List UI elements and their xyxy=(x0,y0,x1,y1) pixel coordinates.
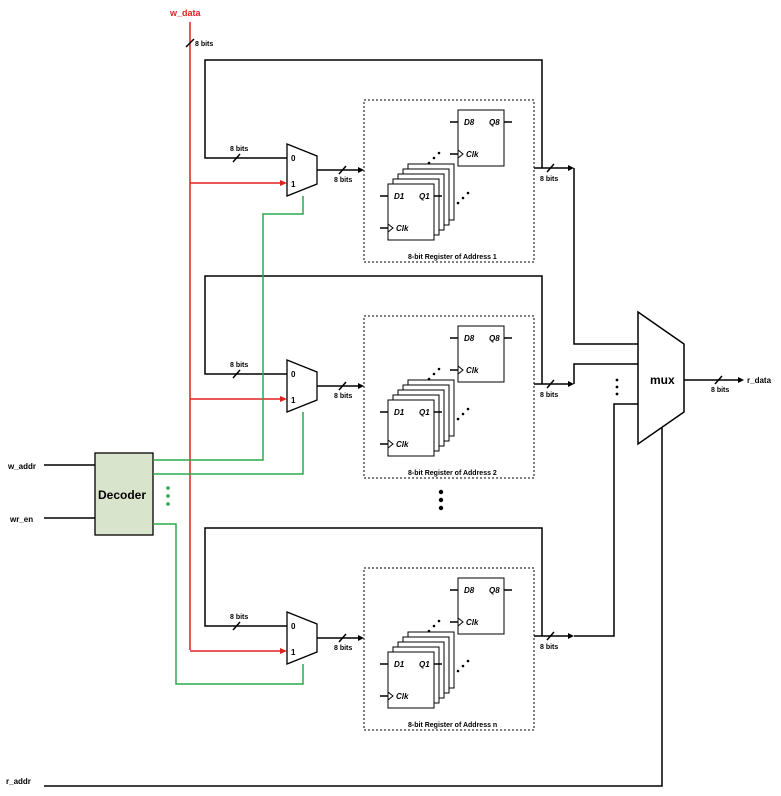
mux2-feedback-width: 8 bits xyxy=(230,362,248,369)
svg-text:Clk: Clk xyxy=(466,618,479,627)
register-label-1: 8-bit Register of Address 1 xyxy=(408,254,497,261)
svg-text:8 bits: 8 bits xyxy=(540,644,558,651)
r-addr-wire: r_addr xyxy=(6,428,663,787)
w-data-bus: w_data 8 bits xyxy=(169,8,213,650)
mux1-feedback-width: 8 bits xyxy=(230,146,248,153)
mux-2to1-2 xyxy=(286,359,318,413)
svg-text:0: 0 xyxy=(291,622,296,631)
svg-text:8 bits: 8 bits xyxy=(230,614,248,621)
svg-text:8 bits: 8 bits xyxy=(540,392,558,399)
ff-d1-n xyxy=(387,651,435,709)
wr-en-label: wr_en xyxy=(9,515,33,524)
svg-text:Q8: Q8 xyxy=(489,334,500,343)
svg-text:D8: D8 xyxy=(464,586,475,595)
svg-text:1: 1 xyxy=(291,396,296,405)
w-data-width-label: 8 bits xyxy=(195,41,213,48)
row-address-1: 8 bits 0 1 8 bits 8-bit Register of Addr… xyxy=(190,59,574,263)
svg-text:Clk: Clk xyxy=(396,692,409,701)
svg-text:1: 1 xyxy=(291,648,296,657)
svg-text:Clk: Clk xyxy=(396,440,409,449)
ff-d8-2 xyxy=(457,325,505,383)
decoder-label: Decoder xyxy=(98,488,146,502)
mux-2to1-1 xyxy=(286,143,318,197)
svg-text:Q1: Q1 xyxy=(419,660,430,669)
svg-text:8 bits: 8 bits xyxy=(334,645,352,652)
mux1-out-width: 8 bits xyxy=(334,177,352,184)
ff-d8-n xyxy=(457,577,505,635)
register-label-2: 8-bit Register of Address 2 xyxy=(408,470,497,477)
mux1-in0: 0 xyxy=(291,154,296,163)
ff-d1-1 xyxy=(387,183,435,241)
svg-text:D1: D1 xyxy=(394,660,405,669)
svg-text:D1: D1 xyxy=(394,408,405,417)
svg-text:0: 0 xyxy=(291,370,296,379)
ff-d1-2 xyxy=(387,399,435,457)
row-address-2: 8 bits 0 1 8 bits 8-bit Register of Addr… xyxy=(190,275,574,479)
svg-text:D8: D8 xyxy=(464,118,475,127)
svg-text:Clk: Clk xyxy=(396,224,409,233)
w-addr-label: w_addr xyxy=(7,462,36,471)
svg-text:D8: D8 xyxy=(464,334,475,343)
mux1-in1: 1 xyxy=(291,180,296,189)
svg-text:Clk: Clk xyxy=(466,150,479,159)
mux-label: mux xyxy=(650,373,675,387)
register-box-2 xyxy=(363,315,535,479)
svg-text:Q1: Q1 xyxy=(419,408,430,417)
register-label-n: 8-bit Register of Address n xyxy=(408,722,497,729)
reg1-out-width: 8 bits xyxy=(540,176,558,183)
mux-2to1-n xyxy=(286,611,318,665)
output-mux: mux 8 bits r_data xyxy=(637,310,772,446)
ff-d8-1 xyxy=(457,109,505,167)
r-addr-label: r_addr xyxy=(6,777,31,786)
svg-text:8 bits: 8 bits xyxy=(334,393,352,400)
decoder xyxy=(94,452,154,536)
register-ellipsis xyxy=(438,489,444,511)
mux-input-wires xyxy=(573,168,638,637)
r-data-width-label: 8 bits xyxy=(711,387,729,394)
w-data-label: w_data xyxy=(169,8,202,18)
svg-text:D1: D1 xyxy=(394,192,405,201)
svg-text:Q8: Q8 xyxy=(489,118,500,127)
r-data-label: r_data xyxy=(747,376,772,385)
register-box-1 xyxy=(363,99,535,263)
svg-text:Clk: Clk xyxy=(466,366,479,375)
svg-text:Q8: Q8 xyxy=(489,586,500,595)
select-lines xyxy=(153,196,304,685)
svg-text:Q1: Q1 xyxy=(419,192,430,201)
row-address-n: 8 bits 0 1 8 bits 8-bit Register of Addr… xyxy=(190,527,574,731)
decoder-block: w_addr wr_en Decoder xyxy=(7,452,170,536)
register-box-n xyxy=(363,567,535,731)
